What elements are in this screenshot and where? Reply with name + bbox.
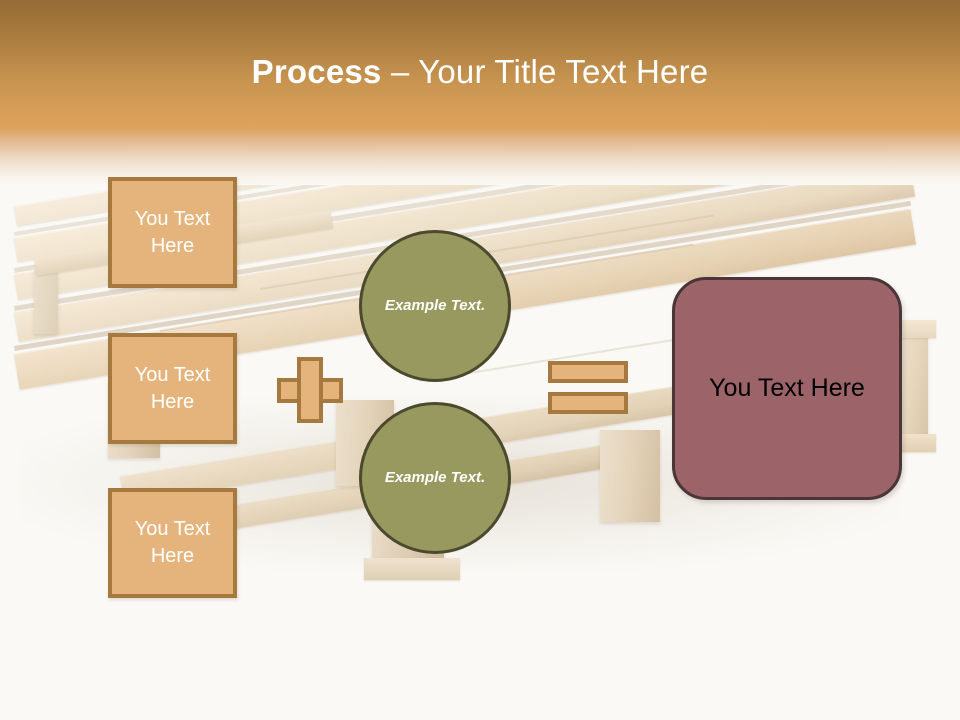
header-band xyxy=(0,0,960,127)
page-title: Process – Your Title Text Here xyxy=(0,52,960,92)
example-circle-2[interactable]: Example Text. xyxy=(359,402,511,554)
example-circle-1-label: Example Text. xyxy=(384,297,486,314)
page-title-bold: Process xyxy=(251,53,382,90)
result-box-label: You Text Here xyxy=(709,374,865,402)
input-box-1-label: You Text Here xyxy=(134,207,211,257)
pallet-foot-front xyxy=(364,558,460,580)
equals-operator-icon: = xyxy=(548,361,628,414)
pallet-leg-right xyxy=(600,430,660,522)
plus-center-fill xyxy=(301,382,319,399)
pallet-stringer-left xyxy=(34,270,58,334)
page-title-rest: – Your Title Text Here xyxy=(381,53,709,90)
example-circle-2-label: Example Text. xyxy=(384,469,486,486)
input-box-2-label: You Text Here xyxy=(134,363,211,413)
header-gradient-fade xyxy=(0,127,960,185)
input-box-1[interactable]: You Text Here xyxy=(108,177,237,288)
input-box-3[interactable]: You Text Here xyxy=(108,488,237,598)
input-box-2[interactable]: You Text Here xyxy=(108,333,237,444)
input-box-3-label: You Text Here xyxy=(134,518,211,567)
example-circle-1[interactable]: Example Text. xyxy=(359,230,511,382)
equals-top-bar xyxy=(548,361,628,383)
plus-operator-icon: + xyxy=(277,357,343,423)
result-box[interactable]: You Text Here xyxy=(672,277,902,500)
equals-bottom-bar xyxy=(548,392,628,414)
